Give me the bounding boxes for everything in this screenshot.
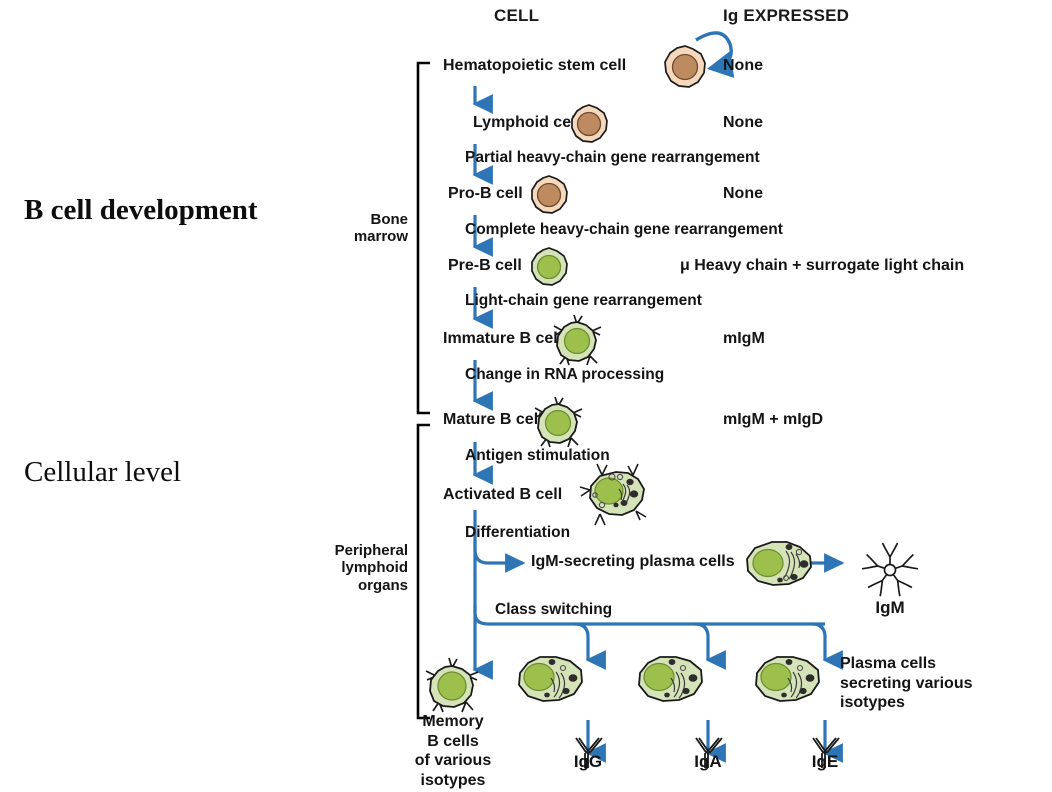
antibody-icon-iga bbox=[695, 737, 723, 768]
stage-label-activated-b-cell: Activated B cell bbox=[443, 486, 563, 503]
self-renewal-arrow bbox=[695, 31, 735, 79]
antibody-icon-igm-pentamer bbox=[861, 542, 919, 597]
column-header-ig-expressed: Ig EXPRESSED bbox=[723, 6, 850, 25]
cell-icon-activated-b-cell bbox=[579, 463, 647, 526]
column-header-cell: CELL bbox=[494, 6, 540, 25]
bone-marrow-line-1: Bone bbox=[370, 211, 409, 228]
ig-expressed-immature-b-cell: mIgM bbox=[723, 330, 765, 347]
transition-label-partial-heavy-chain: Partial heavy-chain gene rearrangement bbox=[465, 149, 760, 166]
ig-expressed-pre-b-cell: μ Heavy chain + surrogate light chain bbox=[680, 257, 965, 274]
compartment-label-bone-marrow: Bone marrow bbox=[316, 211, 408, 246]
arrow-class-switch-igg bbox=[574, 622, 606, 670]
peripheral-line-2: lymphoid bbox=[341, 559, 408, 577]
memory-line-4: isotypes bbox=[420, 771, 486, 789]
arrow-class-switch-iga bbox=[694, 622, 726, 670]
cell-icon-plasma-cell-ige bbox=[755, 656, 820, 702]
flow-arrows bbox=[472, 86, 845, 763]
stage-label-pro-b-cell: Pro-B cell bbox=[448, 185, 523, 202]
cell-icon-pre-b-cell bbox=[531, 247, 568, 286]
antibody-label-igg: IgG bbox=[573, 752, 603, 771]
plasma-line-3: isotypes bbox=[840, 694, 905, 712]
output-label-plasma-cells-secreting: Plasma cells secreting various isotypes bbox=[840, 654, 1030, 713]
transition-label-antigen-stimulation: Antigen stimulation bbox=[465, 447, 610, 464]
antibody-icon-ige bbox=[812, 737, 840, 768]
self-renewal-loop-path bbox=[695, 31, 735, 79]
cell-icon-immature-b-cell bbox=[553, 314, 602, 366]
bracket-peripheral-lymphoid bbox=[416, 423, 430, 720]
cell-icon-mature-b-cell bbox=[534, 396, 583, 448]
cell-icon-lymphoid-cell bbox=[571, 104, 608, 143]
stage-label-hematopoietic-stem-cell: Hematopoietic stem cell bbox=[443, 57, 627, 74]
compartment-label-peripheral-lymphoid-organs: Peripheral lymphoid organs bbox=[300, 542, 408, 594]
cell-icon-plasma-cell-iga bbox=[638, 656, 703, 702]
plasma-line-2: secreting various bbox=[840, 674, 973, 692]
ig-expressed-lymphoid-cell: None bbox=[723, 114, 763, 131]
stage-label-lymphoid-cell: Lymphoid cell bbox=[473, 114, 580, 131]
cell-icon-pro-b-cell bbox=[531, 175, 568, 214]
transition-label-rna-processing: Change in RNA processing bbox=[465, 366, 665, 383]
transition-label-differentiation: Differentiation bbox=[465, 524, 571, 541]
transition-label-class-switching: Class switching bbox=[495, 601, 613, 618]
ig-expressed-hematopoietic-stem-cell: None bbox=[723, 57, 763, 74]
stage-label-pre-b-cell: Pre-B cell bbox=[448, 257, 522, 274]
bracket-bone-marrow bbox=[416, 61, 430, 415]
memory-line-3: of various bbox=[414, 752, 492, 770]
memory-line-1: Memory bbox=[422, 713, 484, 730]
ig-expressed-pro-b-cell: None bbox=[723, 185, 763, 202]
arrow-class-switch-ige bbox=[811, 622, 843, 670]
peripheral-line-1: Peripheral bbox=[334, 542, 408, 559]
compartment-brackets bbox=[416, 61, 430, 720]
stage-label-mature-b-cell: Mature B cell bbox=[443, 411, 543, 428]
antibody-label-igm: IgM bbox=[875, 598, 905, 617]
cell-icon-igm-plasma-cell bbox=[746, 541, 812, 586]
output-label-memory-b-cells: Memory B cells of various isotypes bbox=[404, 712, 502, 790]
plasma-line-1: Plasma cells bbox=[840, 655, 937, 672]
antibody-label-ige: IgE bbox=[811, 752, 839, 771]
cell-icon-plasma-cell-igg bbox=[518, 656, 583, 702]
antibody-label-iga: IgA bbox=[694, 752, 722, 771]
arrow-differentiation-branch bbox=[473, 538, 526, 573]
peripheral-line-3: organs bbox=[357, 576, 408, 594]
stage-label-immature-b-cell: Immature B cell bbox=[443, 330, 563, 347]
ig-expressed-mature-b-cell: mIgM + mIgD bbox=[723, 411, 824, 428]
page-title-cellular-level: Cellular level bbox=[24, 456, 182, 488]
transition-label-complete-heavy-chain: Complete heavy-chain gene rearrangement bbox=[465, 221, 783, 238]
memory-line-2: B cells bbox=[427, 732, 479, 750]
page-title-b-cell-development: B cell development bbox=[24, 194, 258, 226]
transition-label-light-chain: Light-chain gene rearrangement bbox=[465, 292, 702, 309]
arrow-class-switching-bus bbox=[473, 605, 825, 626]
output-label-igm-secreting-plasma-cells: IgM-secreting plasma cells bbox=[531, 553, 735, 570]
antibody-icon-igg bbox=[575, 737, 603, 768]
cell-icon-hematopoietic-stem-cell bbox=[664, 45, 706, 88]
bone-marrow-line-2: marrow bbox=[353, 228, 408, 246]
cell-icon-memory-b-cell bbox=[425, 657, 479, 713]
